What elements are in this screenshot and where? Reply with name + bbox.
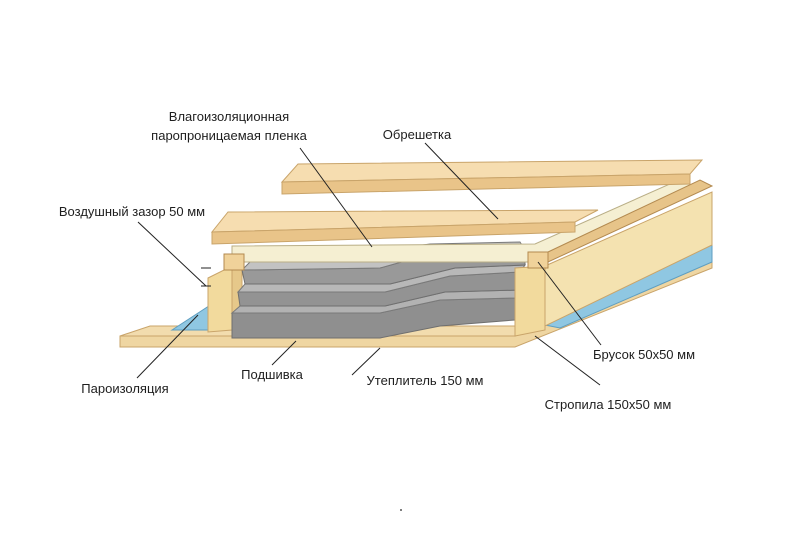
leader-ceiling-lining — [271, 340, 297, 366]
bar-left — [223, 253, 245, 271]
leader-rafters — [534, 335, 601, 386]
label-ceiling-lining: Подшивка — [241, 367, 303, 382]
batten-front-edge — [211, 221, 576, 245]
stray-dot — [400, 509, 402, 511]
leader-air-gap — [137, 221, 207, 287]
label-bar: Брусок 50x50 мм — [593, 347, 695, 362]
leader-battens — [424, 142, 499, 220]
rafter-right-side — [544, 191, 713, 327]
bar-right — [527, 251, 549, 269]
label-battens: Обрешетка — [383, 127, 452, 142]
label-vapor-barrier: Пароизоляция — [81, 381, 168, 396]
rafter-left — [207, 265, 233, 333]
batten-back-edge — [281, 173, 691, 195]
label-air-gap: Воздушный зазор 50 мм — [59, 204, 205, 219]
leader-insulation — [351, 347, 381, 376]
bar-top-strip — [547, 179, 714, 263]
leader-bar — [537, 261, 602, 346]
label-membrane-line1: Влагоизоляционная — [169, 109, 289, 124]
leader-membrane — [299, 147, 373, 248]
leader-vapor-barrier — [136, 314, 199, 379]
label-membrane-line2: паропроницаемая пленка — [151, 128, 307, 143]
label-insulation: Утеплитель 150 мм — [367, 373, 484, 388]
label-rafters: Стропила 150x50 мм — [545, 397, 672, 412]
rafter-right — [514, 265, 546, 337]
